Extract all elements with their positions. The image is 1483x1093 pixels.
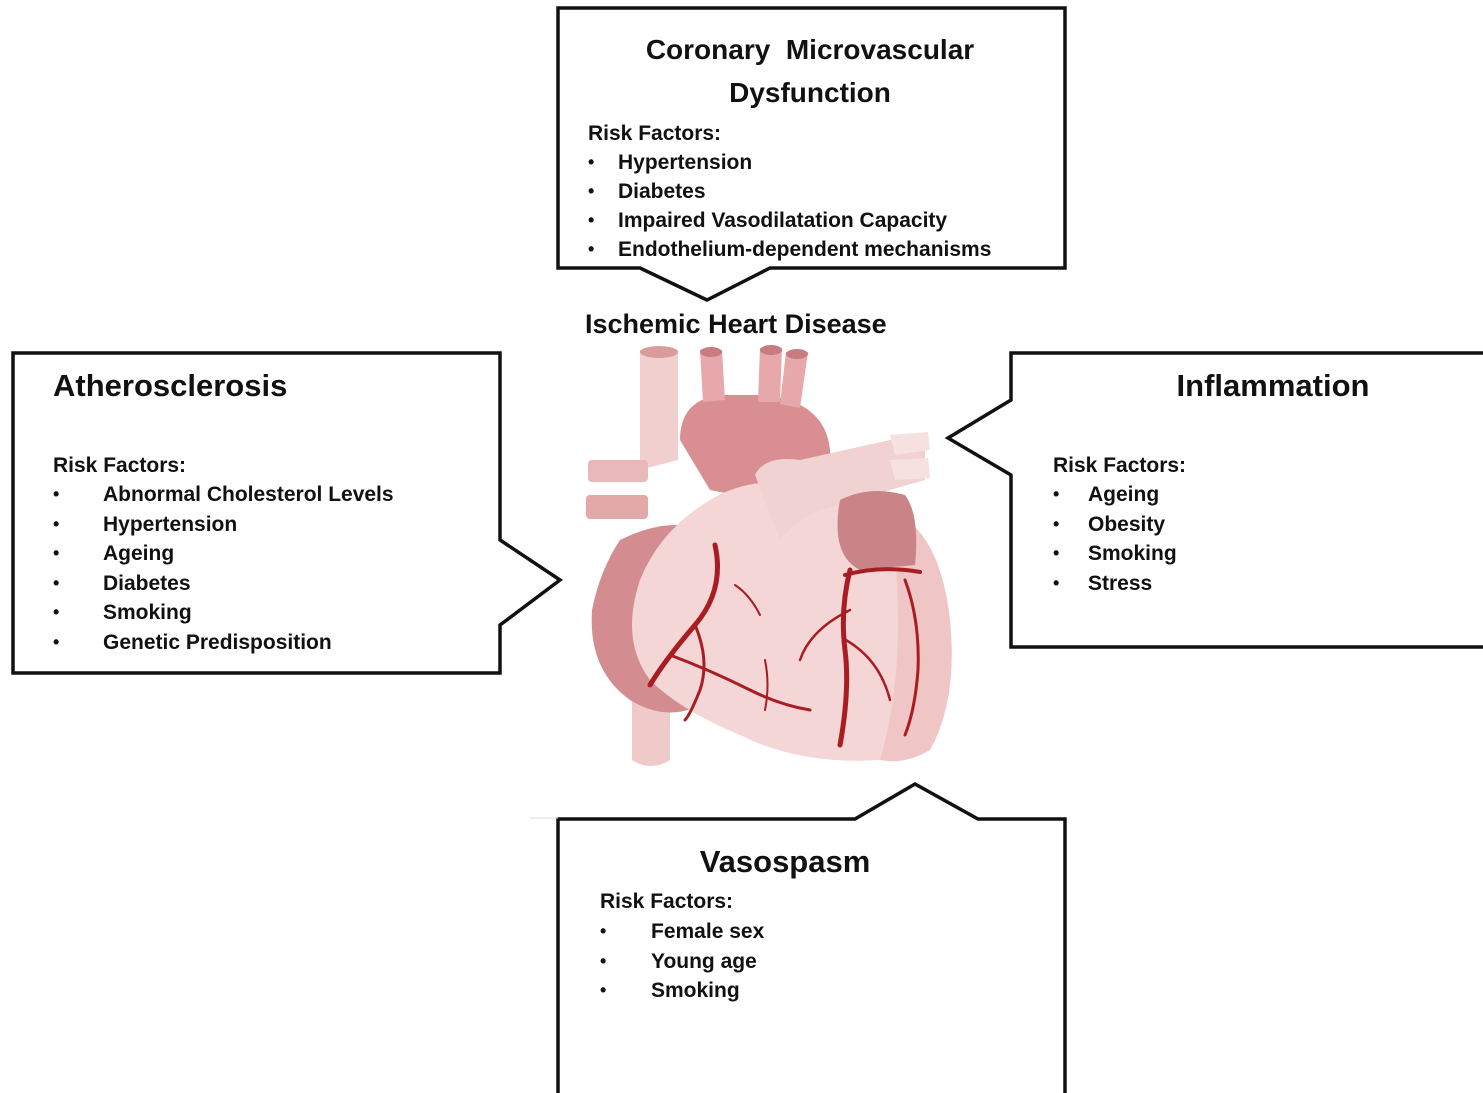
- risk-factor: Female sex: [651, 920, 764, 943]
- risk-factor: Smoking: [1088, 542, 1177, 565]
- risk-factor: Smoking: [651, 979, 740, 1002]
- list-item: • Endothelium-dependent mechanisms: [575, 235, 1055, 264]
- inflammation-risk-list: • Ageing • Obesity • Smoking • Stress: [1053, 480, 1473, 598]
- coronary-title-line2: Dysfunction: [565, 71, 1055, 114]
- heart-illustration: [560, 340, 970, 780]
- risk-factor: Abnormal Cholesterol Levels: [103, 483, 394, 506]
- risk-factor: Obesity: [1088, 513, 1165, 536]
- coronary-microvascular-box: Coronary Microvascular Dysfunction Risk …: [575, 28, 1055, 264]
- risk-factor: Genetic Predisposition: [103, 631, 332, 654]
- list-item: • Stress: [1053, 569, 1473, 599]
- list-item: • Diabetes: [575, 177, 1055, 206]
- vasospasm-risk-list: • Female sex • Young age • Smoking: [600, 917, 1040, 1006]
- risk-factor: Diabetes: [618, 180, 706, 203]
- inflammation-box: Inflammation Risk Factors: • Ageing • Obes…: [1053, 364, 1473, 598]
- coronary-risk-label: Risk Factors:: [588, 120, 1055, 148]
- vasospasm-box: Vasospasm Risk Factors: •Female sex •You…: [600, 840, 1040, 1006]
- risk-factor: Hypertension: [103, 513, 237, 536]
- list-item: • Smoking: [1053, 539, 1473, 569]
- bullet: •: [600, 976, 606, 1006]
- list-item: • Young age: [600, 947, 1040, 977]
- center-title: Ischemic Heart Disease: [585, 306, 887, 342]
- risk-factor: Diabetes: [103, 572, 191, 595]
- risk-factor: Stress: [1088, 572, 1152, 595]
- bullet: •: [53, 510, 59, 540]
- risk-factor: Ageing: [103, 542, 174, 565]
- risk-factor: Smoking: [103, 601, 192, 624]
- bullet: •: [53, 628, 59, 658]
- atherosclerosis-title: Atherosclerosis: [53, 364, 493, 408]
- risk-factor: Young age: [651, 950, 757, 973]
- coronary-risk-list: • Hypertension • Diabetes • Impaired Vasodi…: [575, 148, 1055, 264]
- risk-factor: Endothelium-dependent mechanisms: [618, 238, 991, 261]
- vasospasm-risk-label: Risk Factors:: [600, 887, 1040, 917]
- atherosclerosis-risk-list: • Abnormal Cholesterol Levels • Hypertensi…: [53, 480, 493, 657]
- bullet: •: [53, 569, 59, 599]
- bullet: •: [588, 206, 594, 235]
- atherosclerosis-box: Atherosclerosis Risk Factors: • Abnormal …: [53, 364, 493, 657]
- list-item: • Genetic Predisposition: [53, 628, 493, 658]
- risk-factor: Hypertension: [618, 151, 752, 174]
- bullet: •: [1053, 510, 1059, 540]
- bullet: •: [600, 947, 606, 977]
- inflammation-risk-label: Risk Factors:: [1053, 452, 1473, 480]
- bullet: •: [588, 235, 594, 264]
- list-item: • Female sex: [600, 917, 1040, 947]
- risk-factor: Ageing: [1088, 483, 1159, 506]
- vasospasm-title: Vasospasm: [530, 840, 1040, 884]
- inflammation-title: Inflammation: [1073, 364, 1473, 408]
- bullet: •: [53, 598, 59, 628]
- bullet: •: [1053, 569, 1059, 599]
- bullet: •: [588, 148, 594, 177]
- bullet: •: [53, 480, 59, 510]
- list-item: • Abnormal Cholesterol Levels: [53, 480, 493, 510]
- list-item: • Impaired Vasodilatation Capacity: [575, 206, 1055, 235]
- bullet: •: [1053, 480, 1059, 510]
- risk-factor: Impaired Vasodilatation Capacity: [618, 209, 947, 232]
- coronary-title-line1: Coronary Microvascular: [565, 28, 1055, 71]
- list-item: • Hypertension: [53, 510, 493, 540]
- bullet: •: [588, 177, 594, 206]
- list-item: • Ageing: [1053, 480, 1473, 510]
- list-item: • Obesity: [1053, 510, 1473, 540]
- list-item: • Hypertension: [575, 148, 1055, 177]
- list-item: • Smoking: [53, 598, 493, 628]
- bullet: •: [600, 917, 606, 947]
- list-item: • Diabetes: [53, 569, 493, 599]
- bullet: •: [1053, 539, 1059, 569]
- bullet: •: [53, 539, 59, 569]
- list-item: • Ageing: [53, 539, 493, 569]
- atherosclerosis-risk-label: Risk Factors:: [53, 452, 493, 480]
- list-item: • Smoking: [600, 976, 1040, 1006]
